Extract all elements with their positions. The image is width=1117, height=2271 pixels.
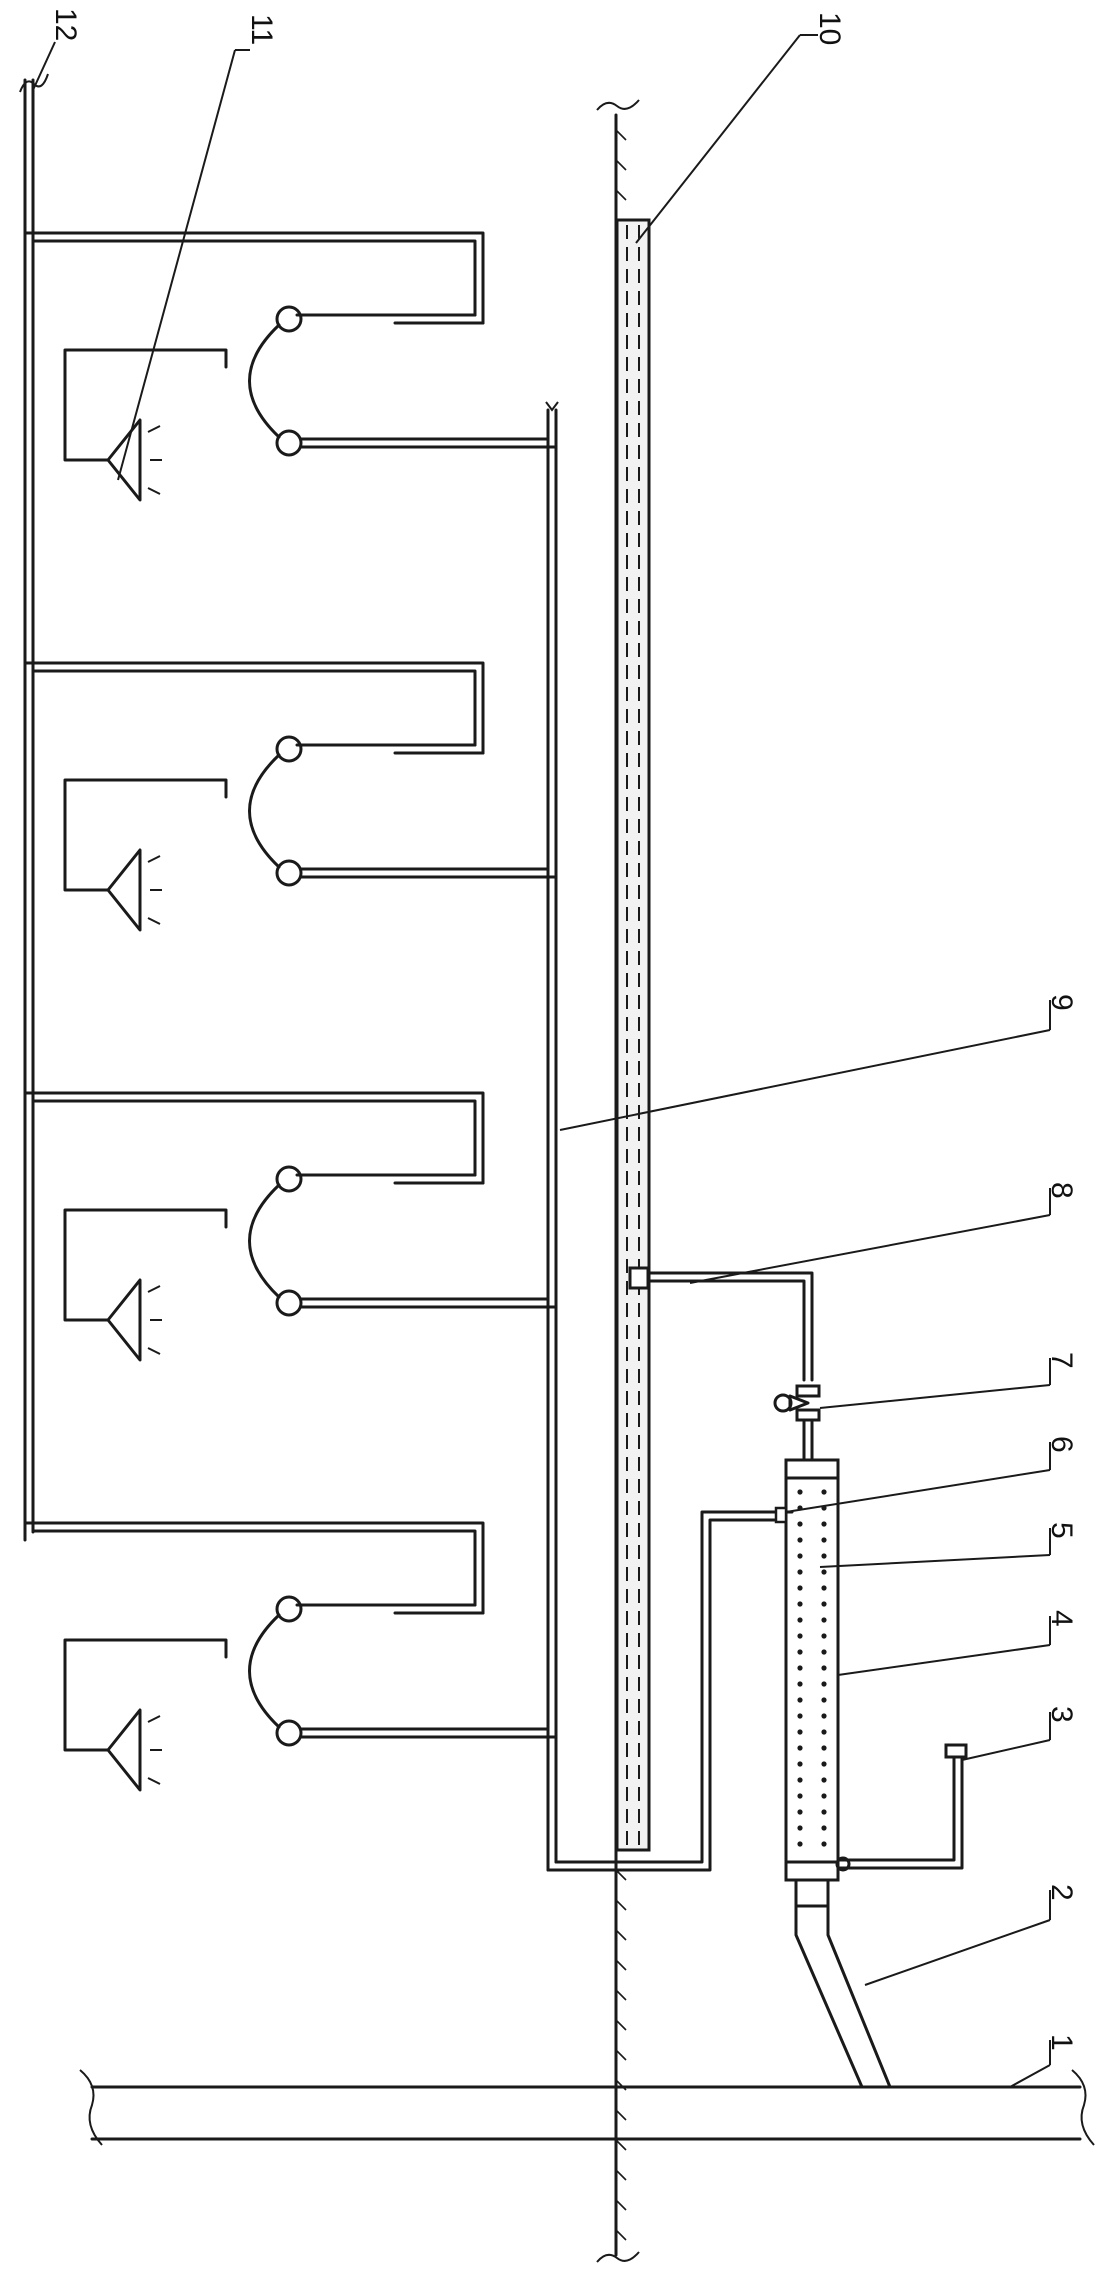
main-pipe — [79, 2069, 1095, 2146]
pipe-8 — [628, 1266, 814, 1382]
heating-elements-5 — [797, 1489, 827, 1847]
panel-10 — [615, 218, 651, 1852]
fitting-lower — [275, 1719, 303, 1747]
valve-7 — [773, 1384, 821, 1462]
label-8: 8 — [1045, 1182, 1078, 1199]
heating-units — [23, 231, 558, 1792]
inlet-3 — [835, 1743, 968, 1872]
fitting-upper — [275, 1165, 303, 1193]
fitting-upper — [275, 305, 303, 333]
label-3: 3 — [1045, 1706, 1078, 1723]
labels: 1 2 3 4 5 6 7 8 9 10 11 12 — [49, 8, 1078, 2051]
heating-unit — [23, 231, 558, 502]
return-header-12 — [19, 73, 49, 1542]
heating-unit — [23, 1091, 558, 1362]
leader-lines — [32, 34, 1051, 2088]
label-9: 9 — [1045, 994, 1078, 1011]
fitting-lower — [275, 859, 303, 887]
fitting-lower — [275, 429, 303, 457]
heating-unit — [23, 661, 558, 932]
fitting-lower — [275, 1289, 303, 1317]
label-12: 12 — [49, 8, 82, 41]
label-6: 6 — [1045, 1436, 1078, 1453]
heater-4 — [784, 1458, 840, 1908]
heating-unit — [23, 1521, 558, 1792]
label-7: 7 — [1045, 1352, 1078, 1369]
label-1: 1 — [1045, 2034, 1078, 2051]
supply-pipe-9 — [545, 401, 782, 1872]
fitting-upper — [275, 735, 303, 763]
label-4: 4 — [1045, 1610, 1078, 1627]
label-2: 2 — [1045, 1884, 1078, 1901]
label-10: 10 — [813, 12, 846, 45]
label-5: 5 — [1045, 1522, 1078, 1539]
label-11: 11 — [245, 14, 278, 45]
fitting-upper — [275, 1595, 303, 1623]
branch-pipe-2 — [794, 1904, 892, 2089]
